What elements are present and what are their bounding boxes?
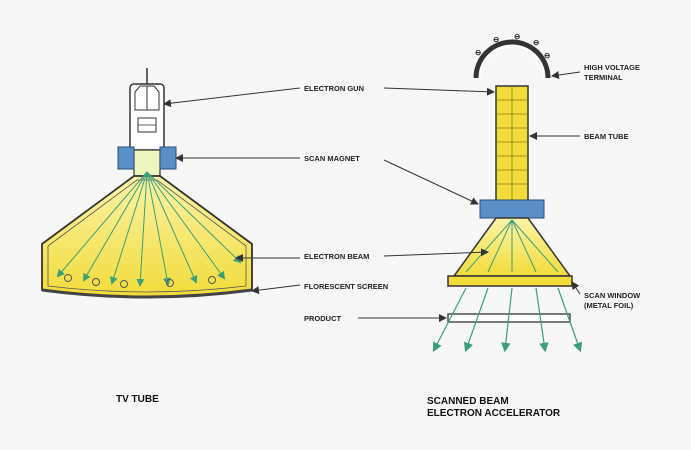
label-product: PRODUCT (304, 314, 342, 323)
label-high-voltage-1: HIGH VOLTAGE (584, 63, 640, 72)
captions: TV TUBE SCANNED BEAM ELECTRON ACCELERATO… (116, 394, 561, 419)
label-electron-beam: ELECTRON BEAM (304, 252, 369, 261)
charge-sign: ⊖ (493, 35, 500, 44)
tv-screen-phosphor-dots (64, 274, 216, 288)
leader-lines (163, 71, 581, 322)
florescent-screen (41, 288, 253, 299)
charge-sign: ⊖ (475, 48, 482, 57)
leader-electron-gun-right (383, 87, 495, 96)
charge-sign: ⊖ (514, 32, 521, 41)
accelerator-beams-inner (465, 219, 559, 273)
label-beam-tube: BEAM TUBE (584, 132, 629, 141)
tv-scan-magnet-right (159, 146, 177, 170)
caption-tv-tube: TV TUBE (116, 394, 159, 405)
leader-electron-beam-right (383, 248, 489, 257)
label-electron-gun: ELECTRON GUN (304, 84, 364, 93)
charge-sign: ⊖ (544, 51, 551, 60)
beam-tube-rings (496, 86, 528, 204)
label-florescent-screen: FLORESCENT SCREEN (304, 282, 388, 291)
terminal-charges: ⊖ ⊖ ⊖ ⊖ ⊖ (475, 32, 551, 60)
high-voltage-terminal (473, 39, 551, 79)
leader-hv-terminal (551, 71, 581, 79)
leader-scan-window (571, 281, 581, 295)
label-scan-window-1: SCAN WINDOW (584, 291, 641, 300)
label-scan-window-2: (METAL FOIL) (584, 301, 634, 310)
label-high-voltage-2: TERMINAL (584, 73, 623, 82)
charge-sign: ⊖ (533, 38, 540, 47)
scan-window-foil (447, 275, 573, 287)
electron-accelerator: ⊖ ⊖ ⊖ ⊖ ⊖ (432, 32, 583, 353)
accelerator-scan-magnet (479, 199, 545, 219)
caption-accelerator-1: SCANNED BEAM (427, 396, 509, 407)
caption-accelerator-2: ELECTRON ACCELERATOR (427, 408, 561, 419)
label-scan-magnet: SCAN MAGNET (304, 154, 360, 163)
tv-electron-beams (56, 171, 242, 287)
leader-florescent-screen (251, 284, 301, 295)
tv-tube (41, 68, 253, 299)
leader-scan-magnet-right (383, 159, 479, 205)
accelerator-beams-outer (432, 287, 583, 353)
labels: ELECTRON GUN SCAN MAGNET ELECTRON BEAM F… (304, 63, 641, 323)
tv-scan-magnet-left (117, 146, 135, 170)
tv-tube-funnel (41, 175, 253, 298)
leader-electron-gun-left (163, 87, 301, 108)
